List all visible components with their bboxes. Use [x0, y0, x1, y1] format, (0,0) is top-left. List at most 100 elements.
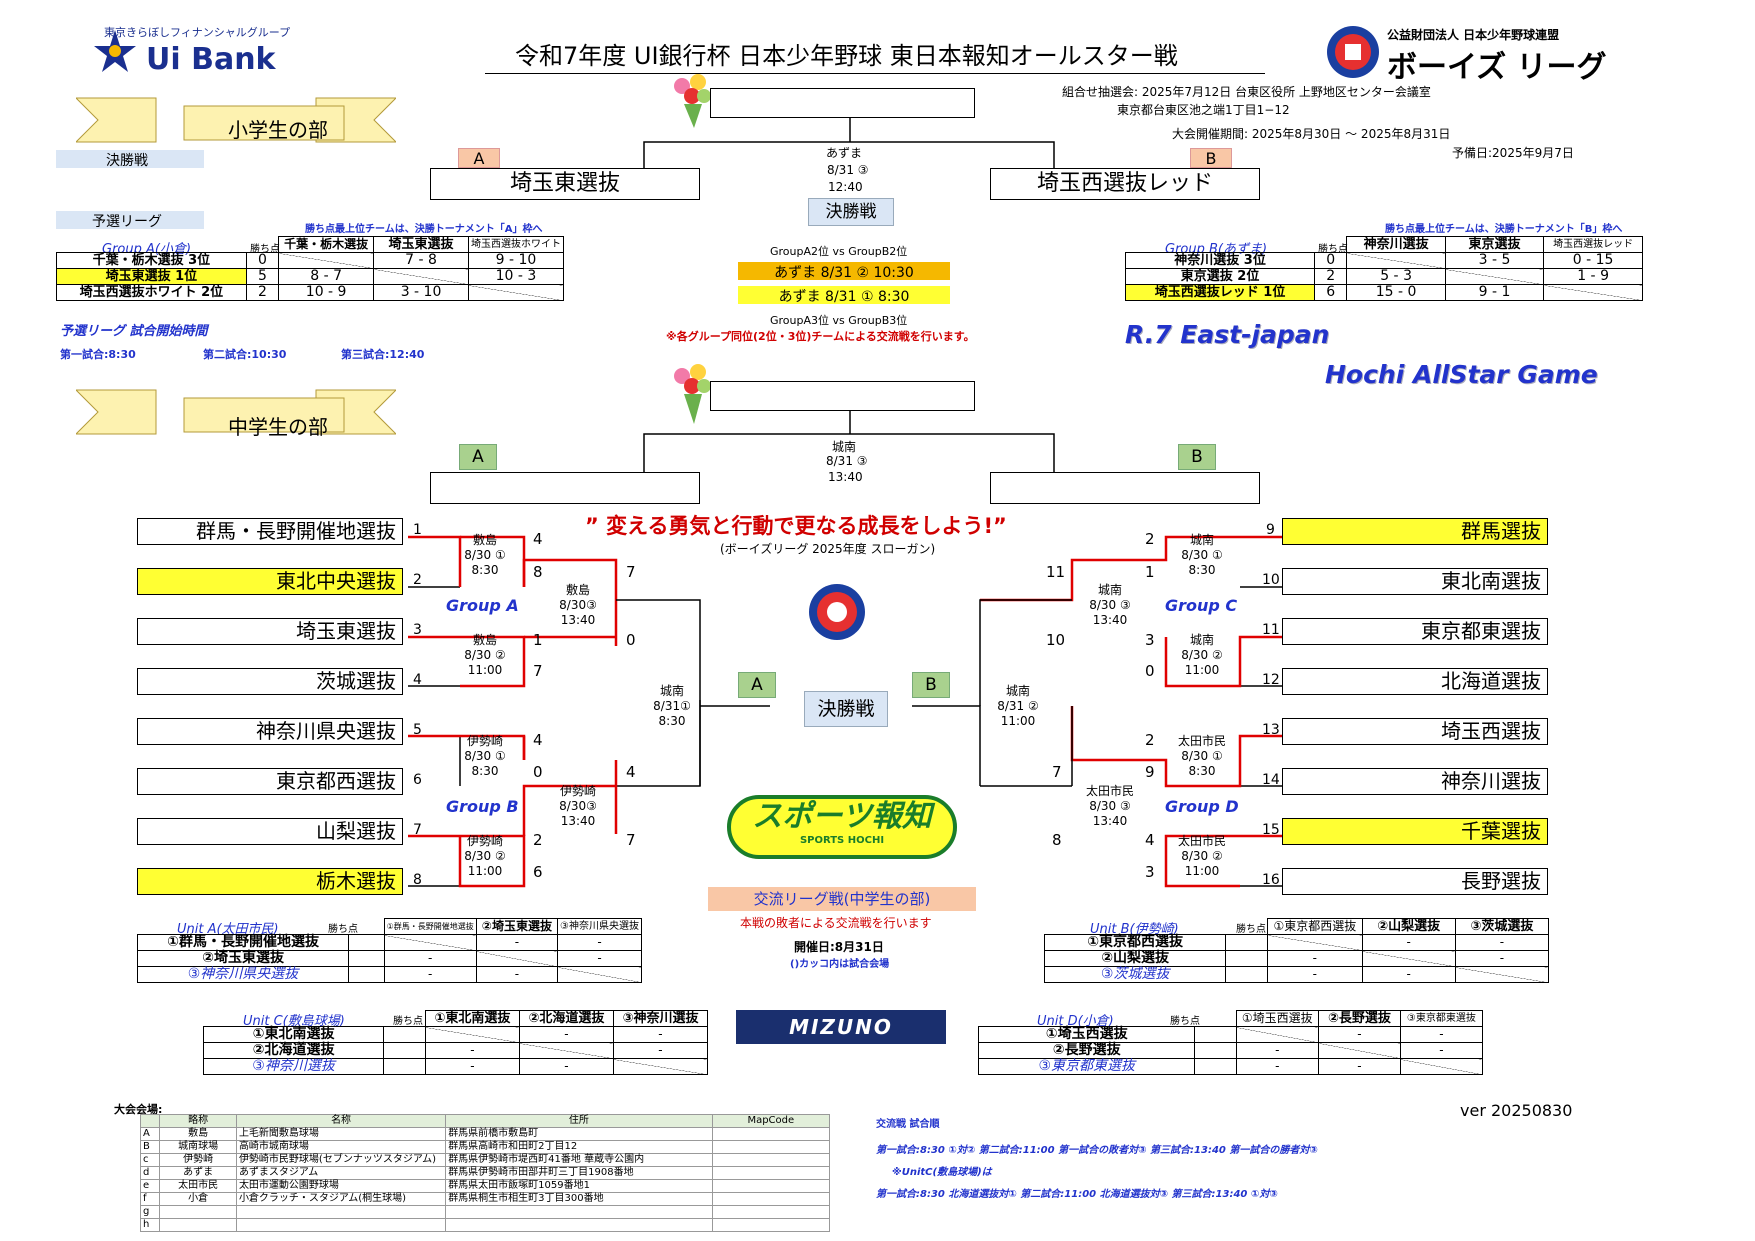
venue-address: 群馬県前橋市敷島町 — [445, 1127, 713, 1141]
junior-final-time: 13:40 — [828, 470, 863, 484]
junior-final-label: 決勝戦 — [804, 691, 888, 727]
score-r8: 3 — [1145, 863, 1155, 881]
groupA-row1-pts: 5 — [245, 268, 280, 285]
unit-b-col-2: ③茨城選抜 — [1454, 918, 1550, 935]
groupB-row0-team: 神奈川選抜 3位 — [1124, 252, 1316, 269]
exchange-paren: ()カッコ内は試合会場 — [790, 959, 890, 970]
unit-a-pts: 勝ち点 — [328, 924, 358, 935]
unit-a-dash: - — [557, 950, 642, 967]
groupB-row0-c0 — [1346, 252, 1446, 269]
final-tag-text: 決勝戦 — [106, 153, 148, 169]
unit-c-row-0: ①東北南選抜 — [202, 1026, 385, 1043]
unit-d-row-1: ②長野選抜 — [977, 1042, 1196, 1059]
unit-d-col-2: ③東京都東選抜 — [1399, 1010, 1484, 1027]
junior-left-seed-7: 7 — [413, 822, 422, 838]
match-7-venue: 城南 — [1189, 533, 1214, 547]
draw-address: 東京都台東区池之端1丁目1−12 — [1117, 103, 1290, 117]
groupB-row1-pts: 2 — [1314, 268, 1348, 285]
score-r1: 2 — [1145, 530, 1155, 548]
junior-finalist-b-box — [990, 472, 1260, 504]
elem-note-a: 勝ち点最上位チームは、決勝トーナメント「A」枠へ — [305, 224, 543, 235]
match-12-time: 13:40 — [1092, 814, 1128, 828]
venue-name: 伊勢崎市民野球場(セブンナッツスタジアム) — [235, 1153, 447, 1167]
unit-c-dash: - — [424, 1042, 520, 1059]
unit-c-dash: - — [518, 1058, 614, 1075]
table-row: ①東北南選抜-- — [202, 1026, 709, 1043]
table-row: ①埼玉西選抜-- — [977, 1026, 1484, 1043]
groupA-row1-c2: 10 - 3 — [467, 268, 565, 285]
venue-name: あずまスタジアム — [235, 1166, 447, 1180]
groupA-row1-team: 埼玉東選抜 1位 — [56, 268, 247, 285]
groupA-col-1: 埼玉東選抜 — [373, 236, 469, 253]
groupB-col-0: 神奈川選抜 — [1346, 236, 1446, 253]
org-sub-text: 公益財団法人 日本少年野球連盟 — [1387, 28, 1560, 42]
sports-hochi-en: SPORTS HOCHI — [799, 835, 885, 846]
org-name-text: ボーイズ リーグ — [1387, 50, 1607, 85]
junior-left-seed-6: 6 — [413, 772, 422, 788]
unit-c-dash: - — [424, 1058, 520, 1075]
junior-semi-tag-a: A — [738, 672, 776, 698]
cross-match-1: あずま 8/31 ② 10:30 — [738, 262, 950, 281]
score-rq4: 8 — [1052, 831, 1062, 849]
prelim-tag: 予選リーグ — [56, 211, 204, 230]
brand-line1: R.7 East-japan — [1125, 320, 1330, 349]
junior-right-seed-16: 16 — [1262, 872, 1280, 888]
table-row: 埼玉西選抜レッド 1位 6 15 - 0 9 - 1 — [1124, 284, 1643, 301]
junior-left-seed-5: 5 — [413, 722, 422, 738]
elem-team-a-tag-text: A — [473, 149, 485, 168]
elem-final-label: 決勝戦 — [808, 198, 894, 226]
unit-b-table: ①東京都西選抜 ②山梨選抜 ③茨城選抜 ①東京都西選抜-- ②山梨選抜-- ③茨… — [1043, 918, 1550, 983]
venue-abbr: 小倉 — [159, 1192, 237, 1206]
junior-right-team-12: 北海道選抜 — [1282, 668, 1548, 695]
groupB-row0-c1: 3 - 5 — [1444, 252, 1545, 269]
groupA-table: 千葉・栃木選抜 埼玉東選抜 埼玉西選抜ホワイト 千葉・栃木選抜 3位 0 7 -… — [56, 236, 565, 301]
elem-note-b: 勝ち点最上位チームは、決勝トーナメント「B」枠へ — [1385, 224, 1623, 235]
table-row: ②埼玉東選抜-- — [136, 950, 642, 967]
semi-b-date: 8/31 ② — [997, 699, 1039, 713]
match-4-time: 8:30 — [471, 764, 499, 778]
groupA-row0-pts: 0 — [245, 252, 280, 269]
junior-semi-tag-b: B — [912, 672, 950, 698]
venue-key: d — [139, 1166, 161, 1180]
groupB-row1-team: 東京選抜 2位 — [1124, 268, 1316, 285]
venue-abbr: あずま — [159, 1166, 237, 1180]
elem-final-time: 12:40 — [828, 180, 863, 194]
score-l2: 8 — [533, 563, 543, 581]
elementary-champion-box — [710, 88, 975, 118]
junior-group-c: Group C — [1165, 596, 1238, 615]
venues-header-name: 名称 — [235, 1114, 447, 1128]
groupA-row0-c1: 7 - 8 — [373, 252, 469, 269]
elem-team-b-name: 埼玉西選抜レッド — [1036, 171, 1213, 196]
unit-b-row-0: ①東京都西選抜 — [1043, 934, 1227, 951]
match-6-time: 13:40 — [560, 814, 596, 828]
unit-d-dash: - — [1399, 1026, 1484, 1043]
unit-c-dash: - — [612, 1042, 709, 1059]
match-12-date: 8/30 ③ — [1089, 799, 1131, 813]
semi-b-venue: 城南 — [1005, 684, 1030, 698]
score-r4: 0 — [1145, 662, 1155, 680]
score-r7: 4 — [1145, 831, 1155, 849]
venue-key: B — [139, 1140, 161, 1154]
table-row: ③東京都東選抜-- — [977, 1058, 1484, 1075]
groupB-row2-team: 埼玉西選抜レッド 1位 — [1124, 284, 1316, 301]
bouquet-icon — [674, 364, 711, 424]
unit-a-row-2: ③神奈川県央選抜 — [136, 966, 350, 983]
junior-right-seed-11: 11 — [1262, 622, 1280, 638]
unit-c-col-2: ③神奈川選抜 — [612, 1010, 709, 1027]
unit-d-dash: - — [1318, 1058, 1401, 1075]
junior-left-team-5: 神奈川県央選抜 — [137, 718, 403, 745]
junior-right-seed-13: 13 — [1262, 722, 1280, 738]
cross-top: GroupA2位 vs GroupB2位 — [770, 245, 908, 258]
groupB-row1-c0: 5 - 3 — [1346, 268, 1446, 285]
match-5-venue: 伊勢崎 — [466, 834, 503, 848]
match-11-time: 11:00 — [1184, 864, 1220, 878]
junior-finalist-a-box — [430, 472, 700, 504]
venue-abbr: 敷島 — [159, 1127, 237, 1141]
match-3-venue: 敷島 — [565, 583, 590, 597]
venue-abbr: 太田市民 — [159, 1179, 237, 1193]
